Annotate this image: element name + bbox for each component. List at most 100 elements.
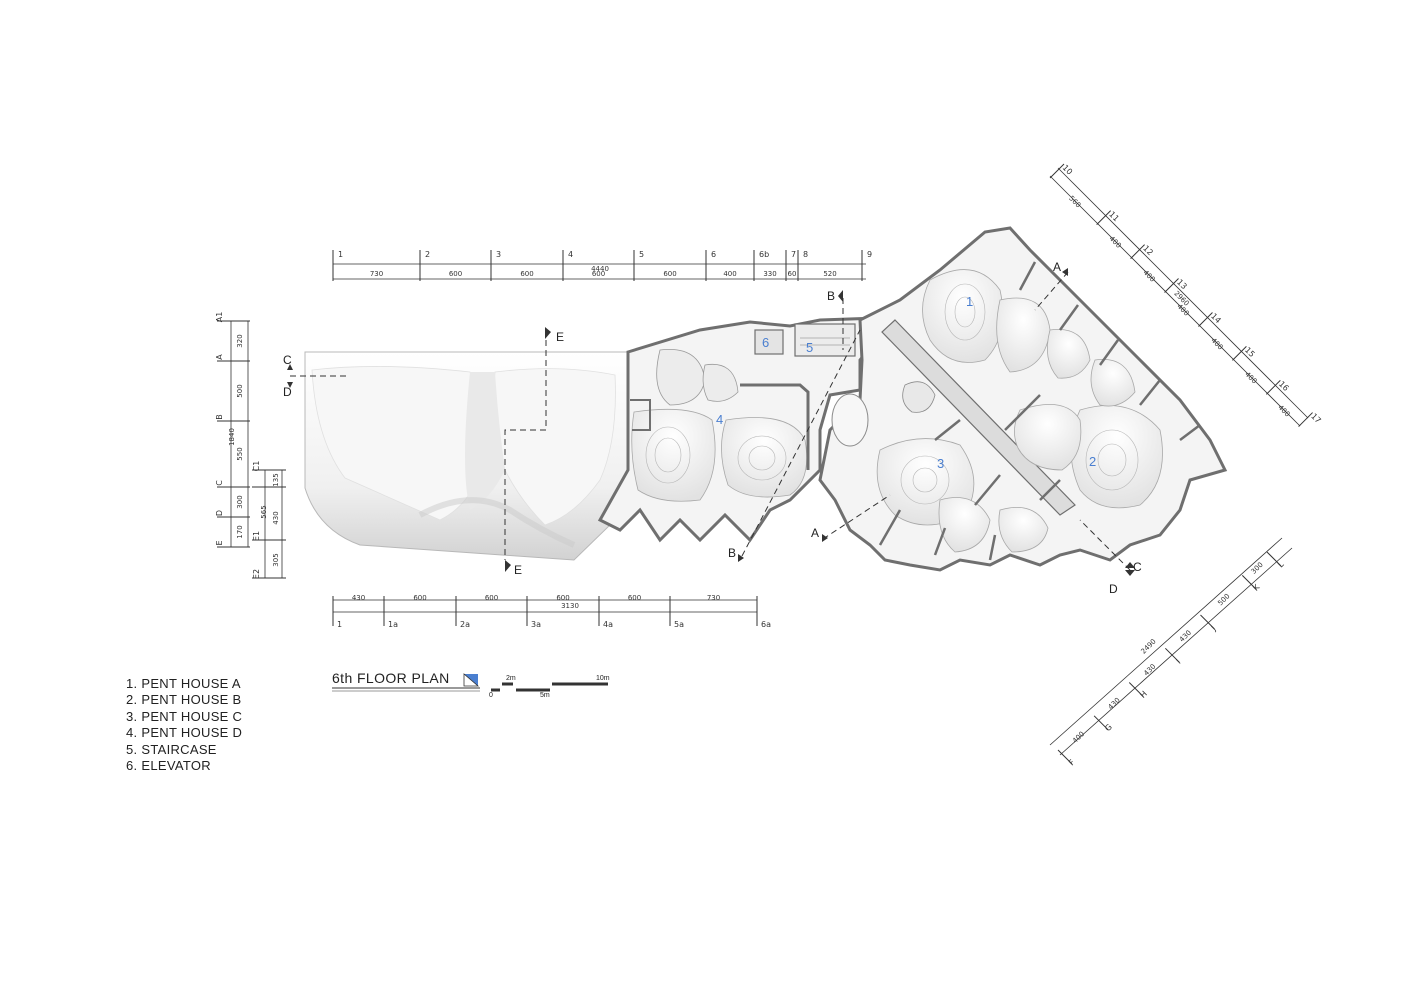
grid-label: E1 xyxy=(252,531,261,541)
grid-total-label: 2490 xyxy=(1139,637,1157,655)
grid-label: 3a xyxy=(531,620,541,629)
grid-label: 7 xyxy=(791,250,796,259)
grid-span-label: 300 xyxy=(236,495,244,508)
grid-span-label: 400 xyxy=(1276,403,1291,418)
grid-tick xyxy=(1298,412,1313,427)
grid-span-label: 600 xyxy=(520,270,533,278)
grid-span-label: 400 xyxy=(1209,336,1224,351)
plan-title: 6th FLOOR PLAN xyxy=(332,670,450,686)
grid-tick xyxy=(1096,210,1112,226)
grid-label: I xyxy=(1174,658,1182,666)
grid-label: 6 xyxy=(711,250,716,259)
grid-label: 1 xyxy=(337,620,342,629)
grid-span-label: 300 xyxy=(1250,561,1265,576)
grid-span-label: 600 xyxy=(413,594,426,602)
grid-label: F xyxy=(1067,758,1077,768)
grid-span-label: 600 xyxy=(485,594,498,602)
grid-label: A1 xyxy=(215,312,224,323)
grid-span-label: 730 xyxy=(370,270,383,278)
east-wing-block xyxy=(818,226,1228,572)
grid-span-label: 320 xyxy=(236,334,244,347)
grid-label: 3 xyxy=(496,250,501,259)
grid-span-label: 550 xyxy=(236,447,244,460)
grid-tick xyxy=(1057,749,1073,765)
scale-label-zero: 0 xyxy=(489,692,493,699)
grid-tick xyxy=(1093,715,1109,731)
scale-label-2m: 2m xyxy=(506,675,516,682)
grid-tick xyxy=(1200,614,1215,630)
section-label-d-west: D xyxy=(283,385,292,399)
grid-span-label: 565 xyxy=(260,505,268,518)
section-marker-arrows xyxy=(287,268,1135,576)
grid-label: B xyxy=(215,414,224,420)
legend-item: 2. PENT HOUSE B xyxy=(126,692,242,708)
grid-total-label: 3130 xyxy=(561,602,579,610)
section-label-c-east: C xyxy=(1133,560,1142,574)
grid-total-label: 4440 xyxy=(591,265,609,273)
grid-label: E xyxy=(215,540,224,545)
section-label-e-top: E xyxy=(556,330,565,344)
grid-tick xyxy=(1232,346,1247,361)
section-label-b-bottom: B xyxy=(728,546,737,560)
room-legend: 1. PENT HOUSE A 2. PENT HOUSE B 3. PENT … xyxy=(126,676,242,774)
grid-span-label: 600 xyxy=(663,270,676,278)
grid-label: C xyxy=(215,480,224,486)
section-label-b-top: B xyxy=(827,289,836,303)
section-lines xyxy=(290,271,1131,571)
grid-span-label: 60 xyxy=(788,270,797,278)
grid-label: 6b xyxy=(759,250,769,259)
grid-label: 9 xyxy=(867,250,872,259)
grid-span-label: 400 xyxy=(1243,370,1258,385)
grid-span-label: 305 xyxy=(272,553,280,566)
west-roof-block xyxy=(304,351,633,561)
grid-span-label: 135 xyxy=(272,473,280,486)
grid-span-label: 170 xyxy=(236,525,244,538)
room-number-4: 4 xyxy=(716,412,724,427)
grid-span-label: 430 xyxy=(1107,696,1122,711)
section-label-a-bottom: A xyxy=(811,526,820,540)
grid-span-label: 500 xyxy=(236,384,244,397)
grid-label: 1 xyxy=(338,250,343,259)
legend-item: 6. ELEVATOR xyxy=(126,758,211,774)
grid-span-label: 400 xyxy=(1107,235,1122,250)
grid-label: 5a xyxy=(674,620,684,629)
grid-span-label: 730 xyxy=(707,594,720,602)
grid-span-label: 600 xyxy=(556,594,569,602)
pent-house-d-block xyxy=(597,316,883,543)
grid-label: L xyxy=(1276,560,1286,570)
grid-span-label: 430 xyxy=(1178,629,1193,644)
grid-tick xyxy=(1266,551,1282,567)
grid-span-label: 600 xyxy=(628,594,641,602)
grid-label: 1a xyxy=(388,620,398,629)
legend-item: 5. STAIRCASE xyxy=(126,741,217,757)
room-number-6: 6 xyxy=(762,335,770,350)
grid-span-label: 430 xyxy=(272,511,280,524)
grid-label: 5 xyxy=(639,250,644,259)
grid-span-label: 400 xyxy=(1141,269,1156,284)
scale-label-5m: 5m xyxy=(540,692,550,699)
scale-label-10m: 10m xyxy=(596,675,610,682)
grid-label: E2 xyxy=(252,569,261,579)
grid-label: J xyxy=(1209,624,1218,633)
grid-label: 4 xyxy=(568,250,573,259)
room-number-3: 3 xyxy=(937,456,945,471)
room-number-2: 2 xyxy=(1089,454,1097,469)
grid-label: A xyxy=(215,354,224,360)
grid-span-label: 600 xyxy=(449,270,462,278)
grid-label: C1 xyxy=(252,461,261,472)
room-number-1: 1 xyxy=(966,294,974,309)
grid-label: 2 xyxy=(425,250,430,259)
grid-label: 4a xyxy=(603,620,613,629)
room-number-5: 5 xyxy=(806,340,814,355)
grid-span-label: 430 xyxy=(1142,662,1157,677)
grid-tick xyxy=(1164,278,1179,293)
grid-tick xyxy=(1241,575,1257,590)
grid-span-label: 400 xyxy=(1071,730,1086,745)
grid-span-label: 430 xyxy=(352,594,365,602)
grid-tick xyxy=(1128,682,1144,697)
